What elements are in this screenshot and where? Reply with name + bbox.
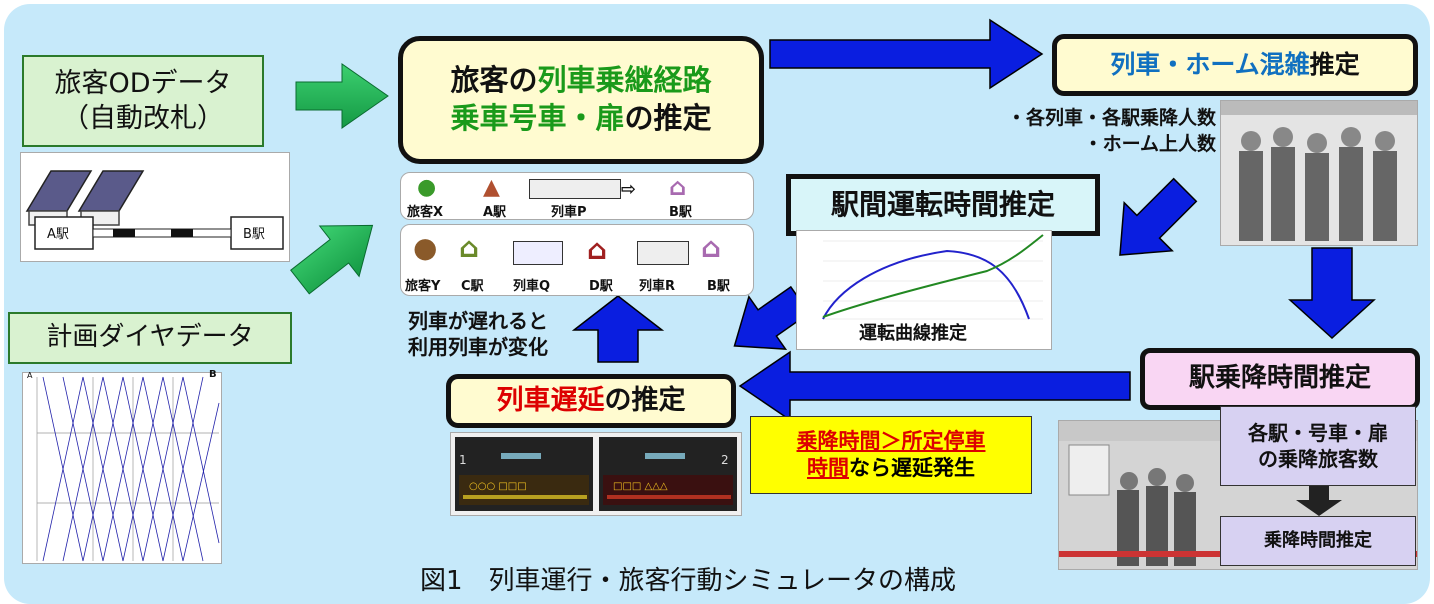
diagram-header-right: B — [209, 369, 217, 380]
plan-data-text: 計画ダイヤデータ — [46, 322, 254, 353]
diagram-header-left: A — [27, 371, 33, 380]
route-x-example: ● 旅客X ▲ A駅 列車P ⇨ ⌂ B駅 — [400, 172, 754, 220]
blue-arrow-run-to-delay — [733, 285, 811, 351]
svg-text:□□□ △△△: □□□ △△△ — [613, 481, 668, 492]
condition-line1: 乗降時間＞所定停車 — [796, 428, 986, 453]
station-b2-icon: ⌂ — [701, 231, 722, 264]
run-curve-chart: 運転曲線推定 — [796, 230, 1052, 350]
od-data-line2: （自動改札） — [62, 103, 224, 134]
blue-arrow-dwell-to-delay — [738, 350, 1131, 422]
passenger-x-icon: ● — [417, 175, 437, 200]
delay-change-line2: 利用列車が変化 — [408, 335, 548, 359]
blue-arrow-route-to-crowd — [769, 18, 1044, 90]
gate-station-a: A駅 — [47, 227, 69, 242]
crowd-note-line1: ・各列車・各駅乗降人数 — [1006, 107, 1216, 129]
dwell-count-line1: 各駅・号車・扉 — [1248, 421, 1388, 445]
dwell-count-line2: の乗降旅客数 — [1258, 447, 1378, 471]
station-d-label: D駅 — [589, 279, 613, 294]
time-curve — [822, 234, 1044, 318]
green-arrow-plan-to-route — [290, 224, 374, 295]
plan-data-box: 計画ダイヤデータ — [8, 312, 292, 364]
od-data-box: 旅客ODデータ （自動改札） — [22, 55, 264, 147]
route-title-a: 旅客の — [450, 63, 538, 98]
boards-svg: ○○○ □□□ □□□ △△△ — [455, 437, 737, 511]
delay-condition-box: 乗降時間＞所定停車 時間なら遅延発生 — [750, 416, 1032, 494]
station-c-label: C駅 — [461, 279, 484, 294]
station-d-icon: ⌂ — [587, 233, 608, 266]
train-diagram-illustration: A B — [22, 369, 222, 564]
crowd-notes: ・各列車・各駅乗降人数 ・ホーム上人数 — [944, 106, 1216, 157]
dwell-passenger-count-box: 各駅・号車・扉 の乗降旅客数 — [1220, 406, 1416, 486]
crowd-title-b: 推定 — [1309, 49, 1360, 79]
route-title-b: 列車乗継経路 — [537, 63, 712, 98]
station-b-icon: ⌂ — [669, 173, 687, 201]
station-b-label: B駅 — [669, 205, 692, 220]
route-estimation-box: 旅客の列車乗継経路 乗車号車・扉の推定 — [398, 36, 764, 164]
passenger-y-icon: ● — [413, 231, 438, 264]
crowd-estimation-box: 列車・ホーム混雑推定 — [1052, 34, 1418, 96]
dwell-time-box: 乗降時間推定 — [1220, 516, 1416, 566]
dwell-title: 駅乗降時間推定 — [1188, 363, 1371, 394]
delay-change-line1: 列車が遅れると — [408, 309, 548, 333]
crowd-title-a: 列車・ホーム混雑 — [1110, 49, 1310, 79]
train-q-icon — [513, 241, 563, 265]
ticket-gate-illustration: A駅 B駅 — [20, 152, 290, 262]
station-a-icon: ▲ — [483, 175, 500, 200]
flow-arrows — [290, 18, 1376, 422]
condition-line2b: なら遅延発生 — [849, 456, 975, 480]
departure-boards: ○○○ □□□ □□□ △△△ 1 2 — [450, 432, 742, 516]
condition-line2a: 時間 — [807, 456, 849, 480]
gate-station-b: B駅 — [243, 227, 265, 242]
figure-caption: 図1 列車運行・旅客行動シミュレータの構成 — [420, 560, 956, 597]
svg-text:○○○ □□□: ○○○ □□□ — [469, 481, 527, 492]
crowd-note-line2: ・ホーム上人数 — [1083, 132, 1216, 155]
blue-arrow-crowd-to-run — [1119, 177, 1198, 256]
diagram-lines — [36, 376, 220, 562]
train-r-icon — [637, 241, 689, 265]
figure-caption-text: 図1 列車運行・旅客行動シミュレータの構成 — [420, 566, 957, 596]
passenger-x-label: 旅客X — [407, 205, 444, 220]
train-p-icon — [529, 179, 621, 199]
station-c-icon: ⌂ — [459, 231, 480, 264]
board-left-number: 1 — [459, 453, 467, 467]
route-y-example: ● 旅客Y ⌂ C駅 列車Q ⌂ D駅 列車R ⌂ B駅 — [400, 224, 754, 296]
board-right-number: 2 — [721, 453, 729, 467]
passenger-y-label: 旅客Y — [405, 279, 441, 294]
blue-arrow-delay-to-route — [571, 295, 665, 363]
station-a-label: A駅 — [483, 205, 507, 220]
gate-icon — [25, 170, 284, 250]
dwell-estimation-box: 駅乗降時間推定 — [1140, 348, 1420, 410]
delay-change-note: 列車が遅れると 利用列車が変化 — [388, 308, 568, 360]
train-p-label: 列車P — [551, 205, 587, 220]
route-title-c: 乗車号車・扉 — [450, 101, 625, 135]
route-title-d: の推定 — [624, 101, 712, 135]
od-data-line1: 旅客ODデータ — [54, 67, 232, 99]
crowd-icon — [1221, 101, 1417, 241]
blue-arrow-crowd-to-dwell — [1288, 247, 1376, 340]
run-curve-caption: 運転曲線推定 — [859, 323, 967, 344]
run-curve-svg — [822, 234, 1044, 320]
delay-estimation-box: 列車遅延の推定 — [446, 374, 736, 428]
crowded-train-photo — [1220, 100, 1418, 246]
dwell-time-text: 乗降時間推定 — [1264, 530, 1372, 552]
train-q-label: 列車Q — [513, 279, 551, 294]
delay-title-a: 列車遅延 — [496, 385, 605, 417]
train-r-label: 列車R — [639, 279, 676, 294]
green-arrow-od-to-route — [295, 63, 389, 129]
arrow-right-icon: ⇨ — [621, 179, 637, 200]
down-arrow-icon — [1296, 486, 1342, 516]
station-b2-label: B駅 — [707, 279, 730, 294]
delay-title-b: の推定 — [604, 385, 686, 417]
run-time-title: 駅間運転時間推定 — [830, 187, 1055, 221]
speed-curve — [822, 249, 1030, 320]
run-time-estimation-box: 駅間運転時間推定 — [786, 174, 1100, 236]
